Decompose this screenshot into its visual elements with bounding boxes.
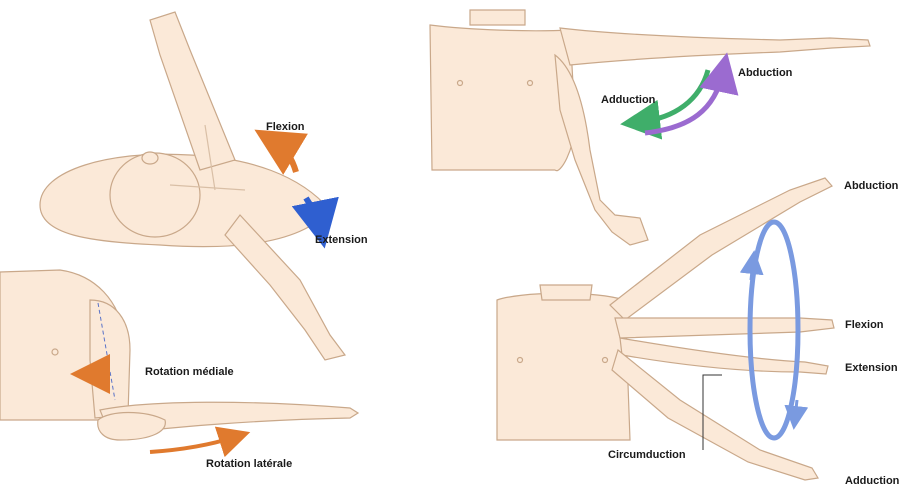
label-abduction-top: Abduction: [738, 67, 792, 79]
label-circumduction-flexion: Flexion: [845, 319, 884, 331]
label-adduction-top: Adduction: [601, 94, 655, 106]
label-circumduction: Circumduction: [608, 449, 686, 461]
abduction-arrow: [645, 72, 723, 133]
label-lateral-rotation: Rotation latérale: [206, 458, 292, 470]
label-circumduction-extension: Extension: [845, 362, 898, 374]
label-circumduction-adduction: Adduction: [845, 475, 899, 487]
label-flexion-top: Flexion: [266, 121, 305, 133]
circumduction-figure: [497, 178, 834, 480]
lateral-rotation-arrow: [150, 437, 235, 452]
abduction-adduction-figure: [430, 10, 870, 245]
label-circumduction-abduction: Abduction: [844, 180, 898, 192]
label-medial-rotation: Rotation médiale: [145, 366, 234, 378]
circumduction-arrow-down: [795, 400, 797, 418]
flexion-arrow: [275, 142, 296, 172]
label-extension-top: Extension: [315, 234, 368, 246]
circumduction-arrow-up: [751, 262, 753, 280]
